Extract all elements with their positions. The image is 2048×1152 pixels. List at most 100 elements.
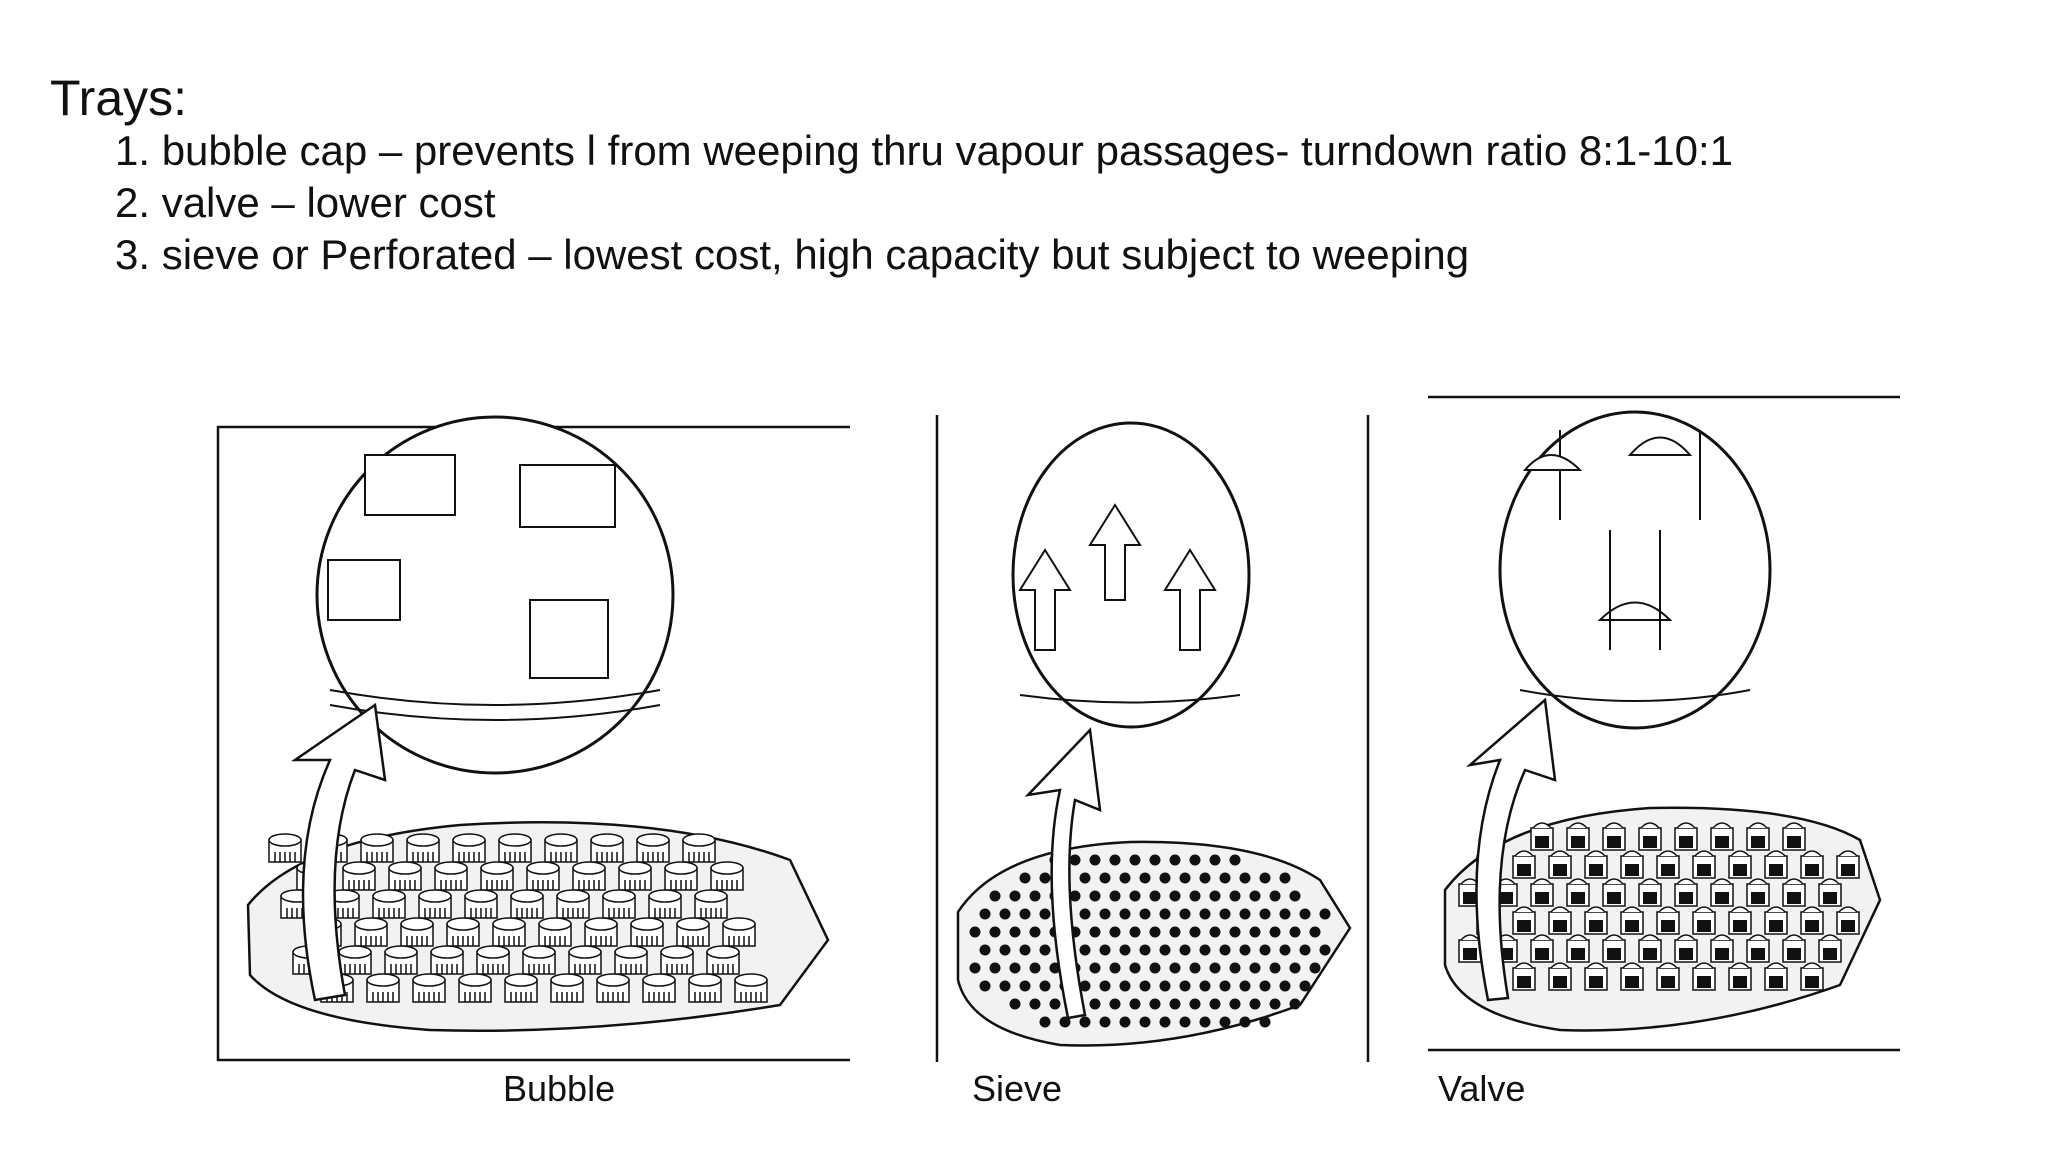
sieve-holes	[969, 854, 1331, 1028]
sieve-hole	[1079, 1016, 1091, 1028]
sieve-hole	[1229, 890, 1241, 902]
sieve-hole	[1319, 944, 1331, 956]
sieve-hole	[1179, 1016, 1191, 1028]
sieve-hole	[1039, 908, 1051, 920]
sieve-hole	[1279, 908, 1291, 920]
sieve-hole	[1309, 962, 1321, 974]
sieve-hole	[1279, 980, 1291, 992]
sieve-hole	[1099, 944, 1111, 956]
sieve-hole	[999, 980, 1011, 992]
bullet-number: 2.	[115, 179, 151, 226]
sieve-hole	[1039, 872, 1051, 884]
valve-unit	[1566, 822, 1590, 851]
sieve-hole	[1189, 962, 1201, 974]
sieve-hole	[1029, 962, 1041, 974]
bubble-cap	[504, 973, 538, 1003]
valve-unit	[1692, 962, 1716, 991]
sieve-tray-plate	[956, 840, 1352, 1047]
bubble-cap	[446, 917, 480, 947]
valve-unit	[1620, 850, 1644, 879]
bubble-cap	[458, 973, 492, 1003]
bubble-cap	[706, 945, 740, 975]
bubble-cap	[268, 833, 302, 863]
bubble-cap	[722, 917, 756, 947]
bubble-cap	[464, 889, 498, 919]
bullet-item: 2. valve – lower cost	[115, 177, 1733, 229]
sieve-hole	[1299, 944, 1311, 956]
valve-unit	[1656, 906, 1680, 935]
sieve-hole	[1239, 872, 1251, 884]
sieve-hole	[1079, 980, 1091, 992]
valve-unit	[1638, 822, 1662, 851]
valve-unit	[1584, 962, 1608, 991]
bullet-number: 3.	[115, 231, 151, 278]
bubble-cap	[590, 833, 624, 863]
sieve-hole	[1249, 998, 1261, 1010]
sieve-hole	[1149, 962, 1161, 974]
valve-unit	[1746, 822, 1770, 851]
sieve-hole	[1219, 980, 1231, 992]
slide-title: Trays:	[50, 70, 188, 126]
sieve-hole	[979, 944, 991, 956]
sieve-hole	[1069, 854, 1081, 866]
sieve-hole	[1209, 926, 1221, 938]
sieve-hole	[1109, 890, 1121, 902]
sieve-hole	[1019, 944, 1031, 956]
valve-unit	[1800, 850, 1824, 879]
sieve-hole	[1259, 872, 1271, 884]
sieve-hole	[1259, 980, 1271, 992]
sieve-hole	[969, 962, 981, 974]
sieve-hole	[1289, 926, 1301, 938]
valve-unit	[1728, 850, 1752, 879]
sieve-hole	[1219, 944, 1231, 956]
valve-unit	[1548, 850, 1572, 879]
valve-unit	[1692, 906, 1716, 935]
bubble-cap	[688, 973, 722, 1003]
sieve-hole	[1179, 980, 1191, 992]
valve-unit	[1566, 878, 1590, 907]
sieve-hole	[1119, 944, 1131, 956]
valve-unit	[1836, 906, 1860, 935]
valve-tray-illustration	[1428, 395, 1900, 1052]
valve-magnifier-detail	[1519, 430, 1751, 702]
sieve-hole	[1269, 998, 1281, 1010]
valve-unit	[1674, 878, 1698, 907]
valve-unit	[1818, 878, 1842, 907]
bullet-item: 1. bubble cap – prevents l from weeping …	[115, 125, 1733, 177]
sieve-hole	[1299, 908, 1311, 920]
bubble-cap	[388, 861, 422, 891]
sieve-hole	[1139, 944, 1151, 956]
sieve-hole	[1239, 908, 1251, 920]
valve-unit	[1800, 906, 1824, 935]
bubble-cap	[682, 833, 716, 863]
caption-bubble: Bubble	[503, 1068, 616, 1109]
valve-unit	[1656, 850, 1680, 879]
sieve-hole	[1109, 962, 1121, 974]
sieve-hole	[1169, 926, 1181, 938]
valve-unit	[1692, 850, 1716, 879]
sieve-hole	[1089, 890, 1101, 902]
valve-unit	[1584, 850, 1608, 879]
sieve-hole	[1139, 980, 1151, 992]
bubble-cap	[510, 889, 544, 919]
sieve-hole	[1279, 872, 1291, 884]
sieve-hole	[1049, 998, 1061, 1010]
sieve-hole	[1039, 1016, 1051, 1028]
sieve-hole	[1219, 908, 1231, 920]
valve-unit	[1638, 934, 1662, 963]
sieve-hole	[1269, 962, 1281, 974]
sieve-hole	[1209, 854, 1221, 866]
sieve-hole	[1179, 944, 1191, 956]
sieve-hole	[1139, 872, 1151, 884]
sieve-hole	[1199, 908, 1211, 920]
sieve-hole	[1089, 998, 1101, 1010]
bubble-cap	[354, 917, 388, 947]
bubble-cap	[676, 917, 710, 947]
sieve-hole	[1279, 944, 1291, 956]
sieve-hole	[1079, 944, 1091, 956]
valve-unit	[1602, 934, 1626, 963]
valve-magnifier-circle	[1498, 410, 1772, 730]
bubble-magnifier-detail	[327, 454, 661, 721]
sieve-hole	[1309, 926, 1321, 938]
sieve-hole	[1189, 926, 1201, 938]
